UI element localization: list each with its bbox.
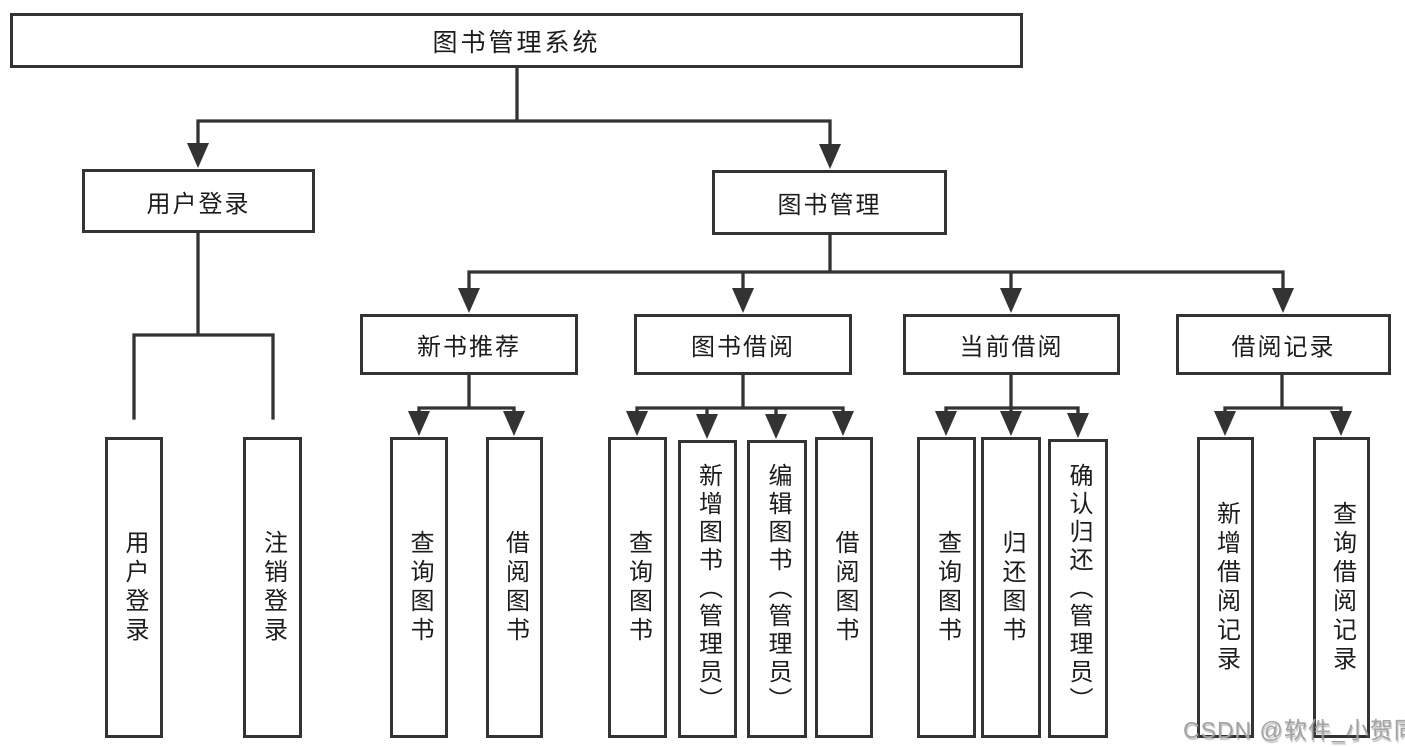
node-cb-return-books: 归还图书 — [981, 437, 1041, 738]
node-bb-borrow-books: 借阅图书 — [815, 437, 873, 738]
arrow-down-icon — [832, 411, 854, 436]
node-bb-add-books-admin: 新增图书（管理员） — [678, 440, 737, 738]
arrow-down-icon — [732, 288, 754, 313]
arrow-down-icon — [187, 143, 209, 168]
node-br-query-record: 查询借阅记录 — [1313, 437, 1370, 738]
branch-new-books — [417, 373, 516, 422]
arrow-down-icon — [1272, 288, 1294, 313]
tree-branch-lines — [132, 66, 1343, 425]
node-book-borrow: 图书借阅 — [634, 314, 852, 375]
node-root: 图书管理系统 — [10, 13, 1023, 68]
node-nb-borrow-books: 借阅图书 — [486, 437, 543, 738]
node-cb-query-books: 查询图书 — [917, 437, 976, 738]
arrow-down-icon — [765, 414, 787, 439]
arrow-down-icon — [1000, 411, 1022, 436]
node-bb-edit-books-admin: 编辑图书（管理员） — [747, 440, 807, 738]
node-borrow-records: 借阅记录 — [1176, 314, 1391, 375]
arrow-down-icon — [458, 288, 480, 313]
branch-borrow-records — [1223, 373, 1343, 422]
arrow-down-icon — [503, 411, 525, 436]
branch-user-login — [132, 231, 275, 420]
node-nb-query-books: 查询图书 — [390, 437, 448, 738]
arrow-down-icon — [1214, 411, 1236, 436]
node-user-login: 用户登录 — [82, 169, 315, 233]
node-bb-query-books: 查询图书 — [608, 437, 667, 738]
arrow-down-icon — [1000, 288, 1022, 313]
arrow-down-icon — [1067, 413, 1089, 438]
node-current-borrow: 当前借阅 — [903, 314, 1120, 375]
node-logout: 注销登录 — [243, 437, 302, 738]
node-br-add-record: 新增借阅记录 — [1197, 437, 1254, 738]
arrow-down-icon — [935, 411, 957, 436]
arrow-down-icon — [819, 144, 841, 169]
branch-book-mgmt — [467, 233, 1285, 298]
arrow-down-icon — [1330, 411, 1352, 436]
node-new-books: 新书推荐 — [360, 314, 578, 375]
arrow-down-icon — [626, 411, 648, 436]
branch-root — [196, 66, 832, 152]
node-cb-confirm-return-admin: 确认归还（管理员） — [1048, 439, 1108, 738]
arrow-down-icon — [696, 414, 718, 439]
watermark: CSDN @软件_小贺同学 — [1183, 717, 1405, 743]
node-login: 用户登录 — [105, 437, 163, 738]
arrow-down-icon — [408, 411, 430, 436]
node-book-mgmt: 图书管理 — [712, 170, 947, 235]
branch-book-borrow — [635, 373, 845, 425]
arrow-down-icons — [187, 143, 1352, 439]
